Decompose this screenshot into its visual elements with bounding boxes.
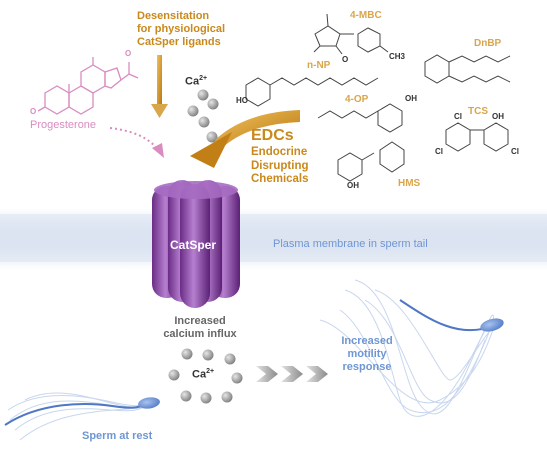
atom-hms-oh: OH: [347, 181, 359, 190]
edcs-full-name: Endocrine Disrupting Chemicals: [251, 146, 309, 185]
atom-mbc-ch3: CH3: [389, 52, 406, 61]
motility-label: Increased motility response: [341, 335, 393, 373]
desensitation-label: Desensitation for physiological CatSper …: [137, 10, 226, 48]
catsper-label: CatSper: [170, 238, 217, 252]
rest-label: Sperm at rest: [82, 430, 153, 442]
svg-text:O: O: [125, 49, 131, 58]
chem-4op: 4-OP: [345, 94, 369, 105]
nnp-structure: [245, 77, 379, 107]
calcium-ions-top: [187, 89, 219, 143]
sperm-motile: [319, 279, 504, 417]
calcium-label-top: Ca2+: [185, 75, 208, 88]
influx-label: Increased calcium influx: [163, 315, 237, 340]
atom-nnp-ho: HO: [236, 96, 248, 105]
desensitation-arrow-shaft: [157, 55, 162, 105]
catsper-channel: [152, 180, 240, 308]
atom-op-oh: OH: [405, 94, 417, 103]
progesterone-arrow: [109, 127, 159, 151]
chem-4mbc: 4-MBC: [350, 10, 382, 21]
edcs-abbr: EDCs: [251, 127, 294, 144]
atom-tcs-oh: OH: [492, 112, 504, 121]
edcs-arrow: [215, 110, 300, 148]
chem-hms: HMS: [398, 178, 421, 189]
dnbp-structure: [424, 54, 511, 84]
op-structure: [317, 103, 403, 133]
membrane-label: Plasma membrane in sperm tail: [273, 238, 428, 250]
sperm-at-rest: [4, 392, 160, 441]
mbc-structure: [313, 13, 389, 55]
chem-nnp: n-NP: [307, 60, 331, 71]
svg-text:O: O: [30, 107, 36, 116]
atom-tcs-cl2: Cl: [435, 147, 443, 156]
progesterone-structure: [37, 57, 139, 115]
tcs-structure: [445, 122, 509, 152]
hms-structure: [337, 141, 405, 182]
calcium-ions-bottom: [168, 348, 243, 404]
chem-dnbp: DnBP: [474, 38, 502, 49]
progesterone-label: Progesterone: [30, 119, 97, 131]
calcium-label-bottom: Ca2+: [192, 368, 215, 381]
flow-arrows: [256, 366, 328, 382]
atom-mbc-o: O: [342, 55, 349, 64]
atom-tcs-cl3: Cl: [511, 147, 519, 156]
atom-tcs-cl1: Cl: [454, 112, 462, 121]
chem-tcs: TCS: [468, 106, 488, 117]
